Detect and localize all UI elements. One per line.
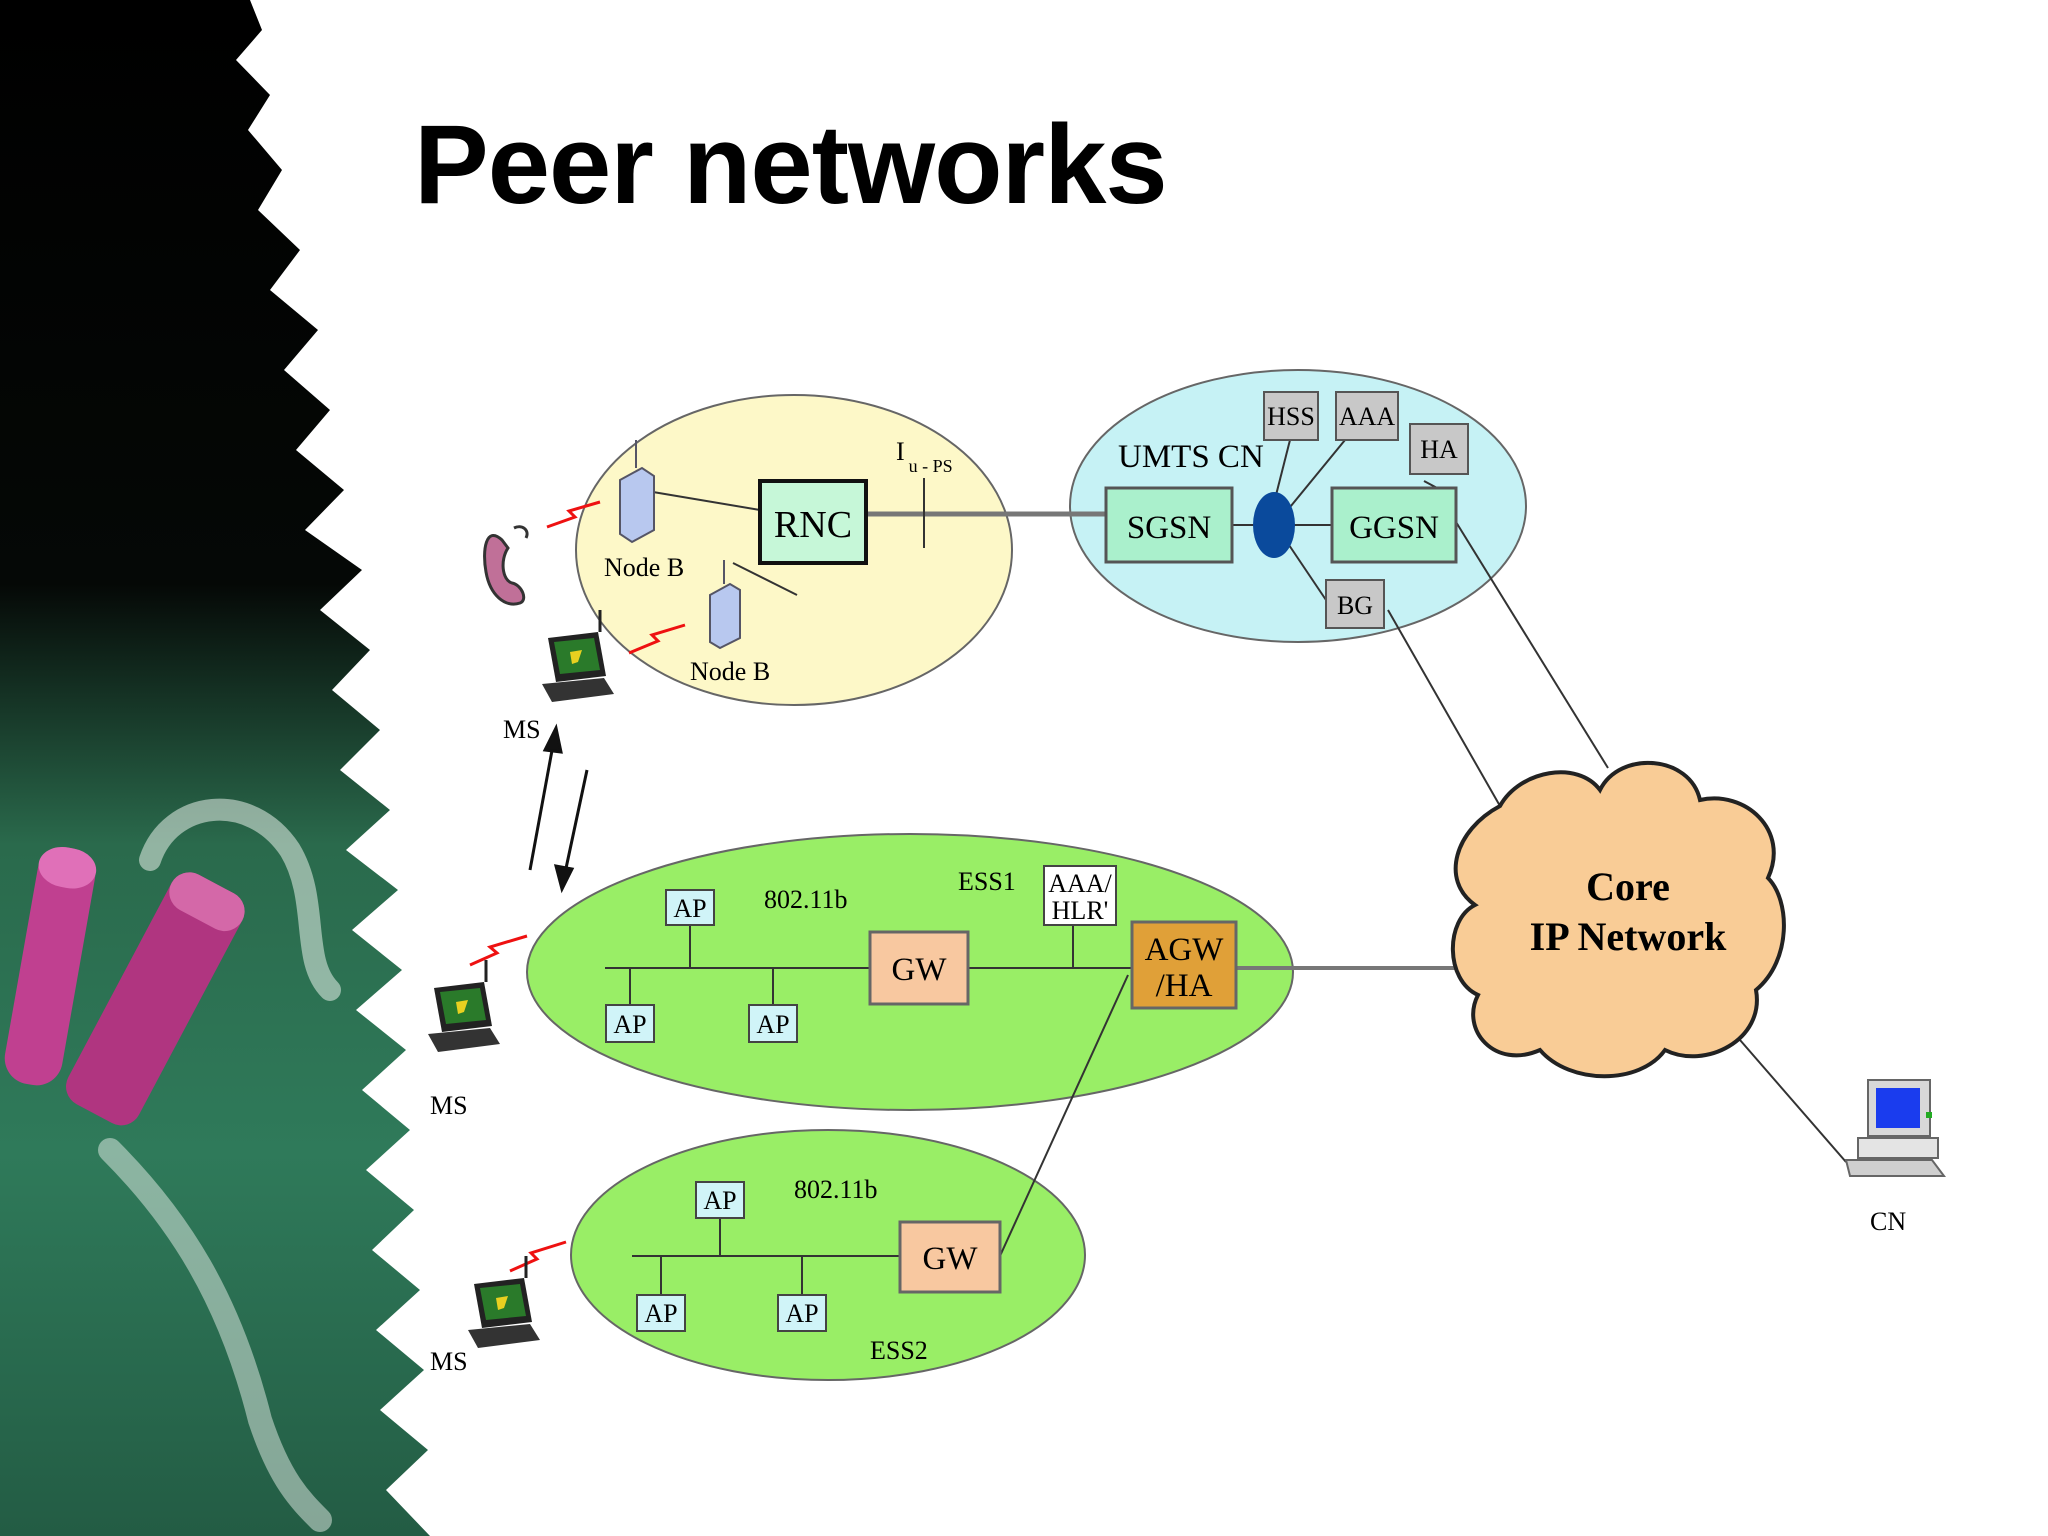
umts-cn-title: UMTS CN [1118,439,1264,475]
hss-label: HSS [1267,402,1315,431]
ess1-gw-label: GW [892,952,948,988]
ha-label: HA [1420,435,1458,464]
core-label-1: Core [1586,864,1670,909]
iu-ps-label: I u - PS [896,437,953,476]
cn-router-hub [1253,492,1295,558]
aaa-hlr-box [1043,865,1117,926]
ess1-ap-label-1: AP [673,894,706,923]
ess2-name-label: ESS2 [870,1336,928,1365]
rnc-box [758,479,868,565]
ms-laptop-icon-1 [542,610,614,702]
ms-laptop-icon-2 [428,960,500,1052]
node-b-tower-2 [709,560,741,650]
node-b-label-2: Node B [690,657,770,686]
ess2-ap-label-3: AP [785,1299,818,1328]
aaa-hlr-label-2: HLR' [1052,896,1109,925]
core-ip-network-cloud [1450,760,1786,1079]
chalk-stick-1 [4,847,97,1086]
core-label-2: IP Network [1530,914,1727,959]
ess2-ap-box-1 [695,1181,745,1219]
ess1-standard-label: 802.11b [764,885,848,914]
ms-label-3: MS [430,1347,468,1376]
ess1-name-label: ESS1 [958,867,1016,896]
ess2-ap-box-2 [636,1294,686,1332]
chalkboard-decoration [0,0,430,1536]
rnc-label: RNC [774,504,852,546]
connection-lines [605,439,1847,1295]
ess2-gw-label: GW [923,1241,979,1277]
aaa-box [1335,391,1399,441]
ess2-ap-label-2: AP [644,1299,677,1328]
node-b-label-1: Node B [604,553,684,582]
chalk-scribble-top [139,798,341,1001]
bg-label: BG [1337,591,1373,620]
ess1-ap-box-2 [605,1004,655,1043]
ess2-ap-label-1: AP [703,1186,736,1215]
ess2-ap-box-3 [777,1294,827,1332]
ess1-ap-box-3 [748,1004,798,1043]
chalk-stick-2 [66,872,245,1126]
aaa-hlr-label-1: AAA/ [1048,869,1112,898]
ggsn-box [1330,486,1458,564]
handover-arrows [528,723,589,894]
ha-box [1409,423,1469,475]
ess1-gw-box [868,930,970,1006]
bg-box [1325,579,1385,629]
ms-laptop-icon-3 [468,1256,540,1348]
cn-computer-icon [1844,1079,1946,1177]
sgsn-box [1104,486,1234,564]
ess1-ap-label-2: AP [613,1010,646,1039]
chalk-scribble-bottom [98,1138,332,1532]
ggsn-label: GGSN [1349,510,1439,546]
hss-box [1263,391,1319,441]
ms-label-1: MS [503,715,541,744]
node-b-tower-1 [619,440,655,544]
sgsn-label: SGSN [1127,510,1212,546]
ess1-ap-label-3: AP [756,1010,789,1039]
radio-links [469,500,686,1273]
phone-handset-icon [483,525,529,606]
ess1-ap-box-1 [665,889,715,926]
ess2-gw-box [898,1220,1002,1294]
cn-label: CN [1870,1207,1906,1236]
aaa-label: AAA [1339,402,1396,431]
agw-ha-label-1: AGW [1145,932,1225,968]
agw-ha-label-2: /HA [1156,968,1213,1004]
ms-label-2: MS [430,1091,468,1120]
ess2-standard-label: 802.11b [794,1175,878,1204]
agw-ha-box [1130,920,1238,1010]
slide-title: Peer networks [414,102,1168,227]
